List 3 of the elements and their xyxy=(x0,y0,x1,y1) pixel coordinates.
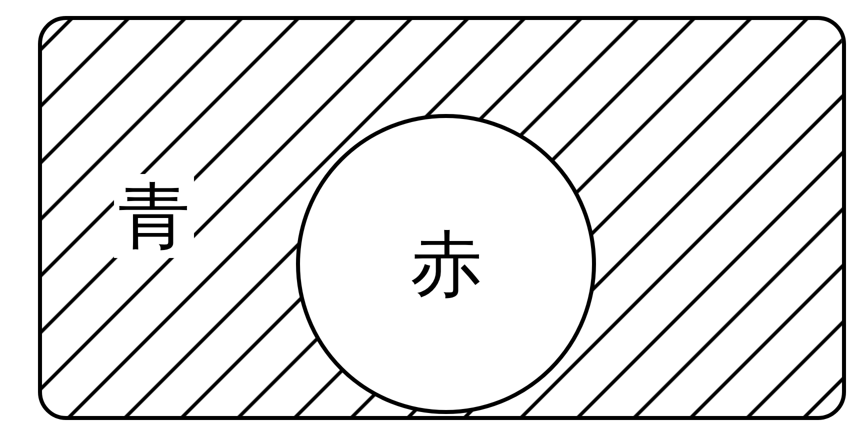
region-label: 青 xyxy=(114,174,194,258)
region-label: 赤 xyxy=(410,228,482,300)
hatched-region xyxy=(38,16,846,420)
